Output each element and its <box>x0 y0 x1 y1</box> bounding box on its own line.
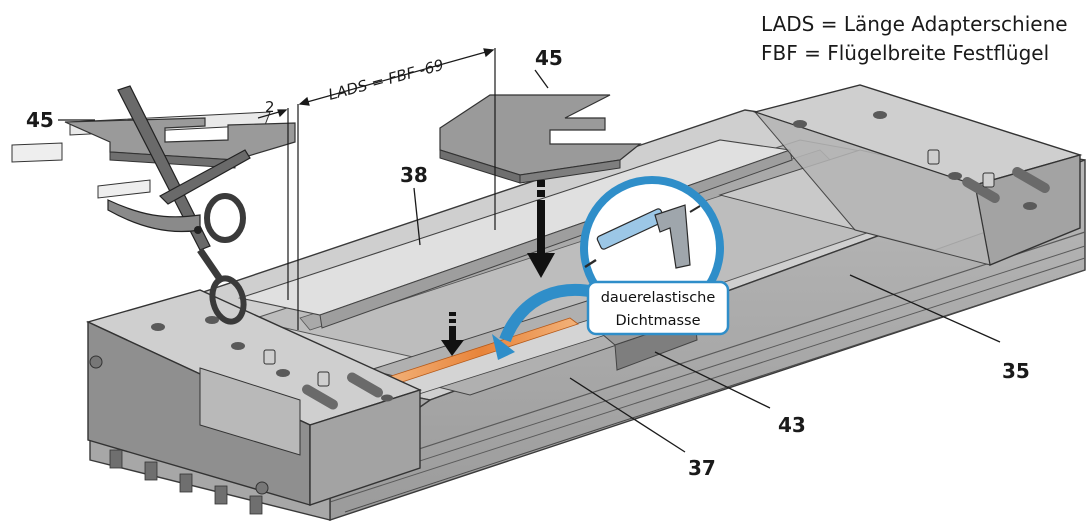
legend-line-2: FBF = Flügelbreite Festflügel <box>761 41 1050 65</box>
dimension-formula: LADS = FBF -69 <box>326 56 445 104</box>
dimension-lines <box>257 48 496 330</box>
legend: LADS = Länge Adapterschiene FBF = Flügel… <box>761 10 1068 68</box>
callout-38: 38 <box>400 163 428 187</box>
caulking-gun-icon <box>584 204 701 269</box>
end-cap-left <box>85 289 422 515</box>
legend-line-1: LADS = Länge Adapterschiene <box>761 12 1068 36</box>
badge-line-1: dauerelastische <box>601 290 716 306</box>
callout-45-left: 45 <box>26 108 54 132</box>
end-cap-right <box>752 84 1083 266</box>
sealant-badge: dauerelastische Dichtmasse <box>492 176 730 360</box>
leader-lines <box>58 69 1001 453</box>
callout-45-top: 45 <box>535 46 563 70</box>
callout-43: 43 <box>778 413 806 437</box>
scissors-icon <box>107 85 251 325</box>
arrow-down-icon <box>527 180 555 278</box>
template-plate-left <box>11 111 296 199</box>
callout-37: 37 <box>688 456 716 480</box>
dimension-offset: 2 <box>265 98 275 116</box>
arrow-down-icon-small <box>441 312 464 356</box>
template-plate-top <box>439 94 642 184</box>
badge-line-2: Dichtmasse <box>615 313 700 329</box>
callout-35: 35 <box>1002 359 1030 383</box>
